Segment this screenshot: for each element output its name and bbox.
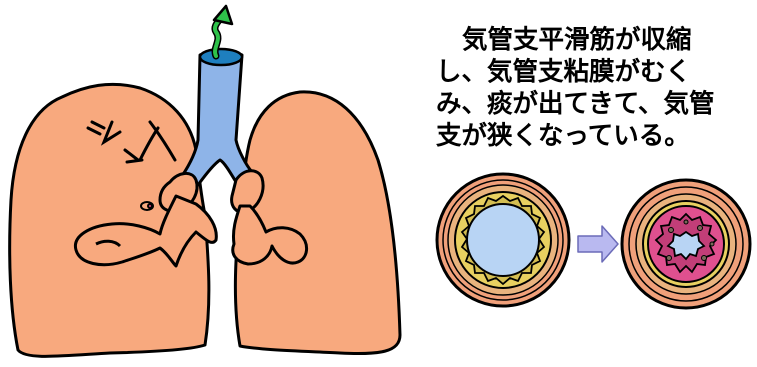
trachea xyxy=(180,49,254,187)
lungs xyxy=(8,82,402,358)
caption-text: 気管支平滑筋が収縮 し、気管支粘膜がむく み、痰が出てきて、気管 支が狭くなって… xyxy=(436,24,754,152)
normal-airway-cross-section xyxy=(435,172,571,308)
left-lung xyxy=(8,82,211,358)
normal-lumen xyxy=(466,203,540,277)
caption-line-3: み、痰が出てきて、気管 xyxy=(436,89,715,119)
right-arrow-icon xyxy=(577,225,619,263)
airflow-arrow-icon xyxy=(198,4,244,67)
mucus-plugs xyxy=(666,219,715,261)
caption-line-4: 支が狭くなっている。 xyxy=(436,121,690,151)
constriction-marks-icon xyxy=(86,120,177,164)
right-bronchus xyxy=(230,169,265,214)
caption-line-1: 気管支平滑筋が収縮 xyxy=(462,25,692,55)
left-branch xyxy=(74,194,218,268)
narrow-lumen xyxy=(666,230,706,261)
constricted-airway-cross-section xyxy=(620,178,752,310)
right-lung xyxy=(233,90,402,355)
mucus-dot xyxy=(140,201,154,211)
right-branch xyxy=(231,204,308,266)
caption-line-2: し、気管支粘膜がむく xyxy=(436,57,692,87)
